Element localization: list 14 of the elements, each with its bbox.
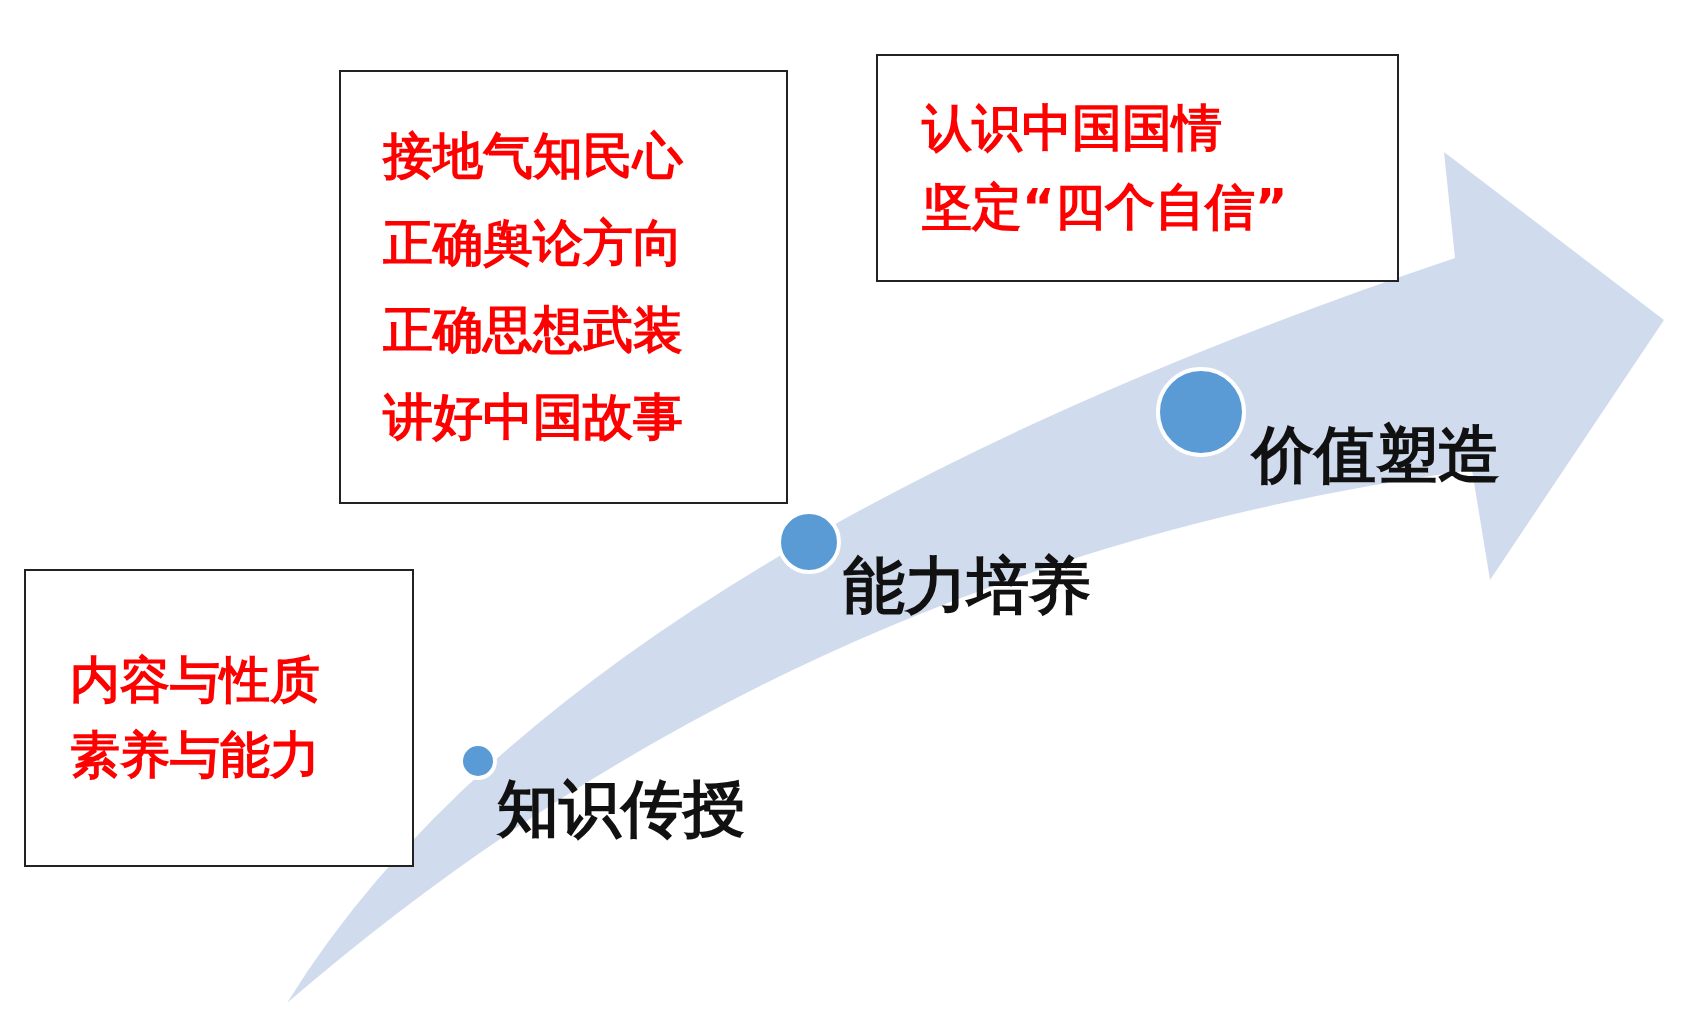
text-box [339, 70, 788, 504]
key-point-text: 讲好中国故事 [383, 387, 683, 448]
key-point-text: 素养与能力 [70, 725, 320, 786]
text-box [876, 54, 1399, 282]
key-point-text: 坚定“四个自信” [922, 177, 1288, 238]
key-point-text: 接地气知民心 [383, 126, 683, 187]
key-point-text: 正确舆论方向 [383, 213, 683, 274]
stage-label: 价值塑造 [1252, 424, 1500, 486]
key-point-text: 正确思想武装 [383, 300, 683, 361]
key-point-text: 认识中国国情 [922, 98, 1222, 159]
text-box [24, 569, 414, 867]
key-point-text: 内容与性质 [70, 650, 320, 711]
stage-label: 知识传授 [497, 778, 745, 840]
stage-label: 能力培养 [843, 555, 1091, 617]
